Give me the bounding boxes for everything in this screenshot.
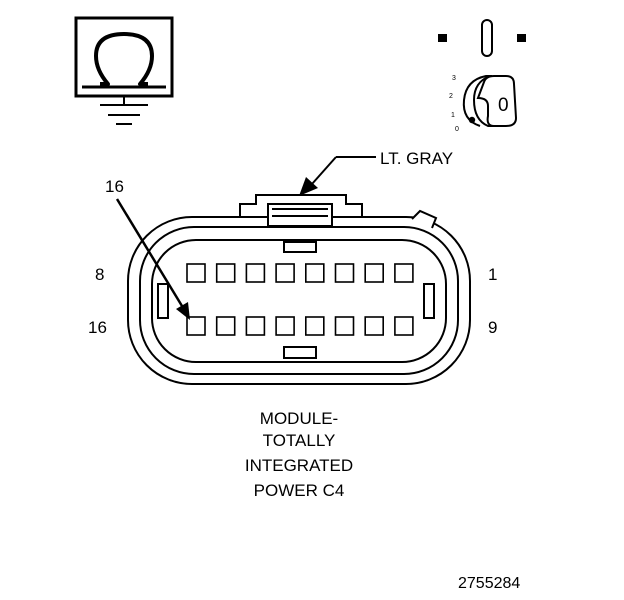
- pin-cavity-6: [245, 263, 266, 283]
- pin-cavity-15: [215, 316, 236, 336]
- battery-terminal-right-icon: [517, 34, 526, 42]
- connector-body: [127, 194, 471, 385]
- caption: MODULE- TOTALLY INTEGRATED POWER C4: [245, 409, 353, 500]
- pin-label-8: 8: [95, 265, 104, 284]
- ohmmeter-frame: [74, 16, 174, 98]
- pin-cavity-5: [275, 263, 295, 283]
- pin-cavity-12: [304, 316, 325, 336]
- pin-label-16: 16: [88, 318, 107, 337]
- figure-id: 2755284: [458, 575, 520, 592]
- pin-cavity-1: [394, 263, 414, 283]
- pin-cavity-8: [186, 263, 206, 283]
- right-keyway: [423, 283, 435, 319]
- caption-line-2: TOTALLY: [263, 431, 336, 450]
- pin-cavity-7: [215, 263, 236, 283]
- key-label: 0: [498, 95, 509, 116]
- pin-cavity-14: [245, 316, 266, 336]
- pin-cavity-3: [334, 263, 355, 283]
- ignition-key: 3 2 1 0 0: [449, 75, 518, 133]
- ohmmeter-symbol: [74, 16, 174, 125]
- pin-cavity-10: [364, 316, 385, 336]
- key-position-0: 0: [455, 126, 459, 133]
- pin-cavity-16: [186, 316, 206, 336]
- pin-cavity-2: [364, 263, 385, 283]
- battery-terminal-left-icon: [438, 34, 447, 42]
- left-keyway: [157, 283, 169, 319]
- bottom-key: [283, 346, 317, 359]
- key-position-2: 2: [449, 93, 453, 100]
- color-callout: LT. GRAY: [299, 149, 453, 196]
- pin-label-1: 1: [488, 265, 497, 284]
- caption-line-4: POWER C4: [254, 481, 345, 500]
- pin-cavity-11: [334, 316, 355, 336]
- disconnect-symbol: [438, 19, 526, 57]
- latch-ear: [411, 209, 438, 229]
- key-position-1: 1: [451, 112, 455, 119]
- pin-pointer: 16: [105, 177, 190, 320]
- pin-cavity-9: [394, 316, 414, 336]
- pin-cavity: [151, 239, 447, 363]
- pin-cavity-13: [275, 316, 295, 336]
- disconnect-link-icon: [481, 19, 493, 57]
- ohm-icon: [82, 32, 166, 89]
- caption-line-3: INTEGRATED: [245, 456, 353, 475]
- pointer-arrowhead-icon: [176, 302, 190, 320]
- pointer-label: 16: [105, 177, 124, 196]
- ignition-cylinder-icon: [462, 75, 518, 127]
- connector-color-label: LT. GRAY: [380, 149, 453, 168]
- key-position-3: 3: [452, 75, 456, 82]
- top-key: [283, 241, 317, 253]
- caption-line-1: MODULE-: [260, 409, 338, 428]
- callout-arrowhead-icon: [299, 177, 318, 196]
- pin-label-9: 9: [488, 318, 497, 337]
- pin-cavity-4: [304, 263, 325, 283]
- ground-icon: [100, 96, 148, 125]
- pin-grid: [186, 263, 414, 336]
